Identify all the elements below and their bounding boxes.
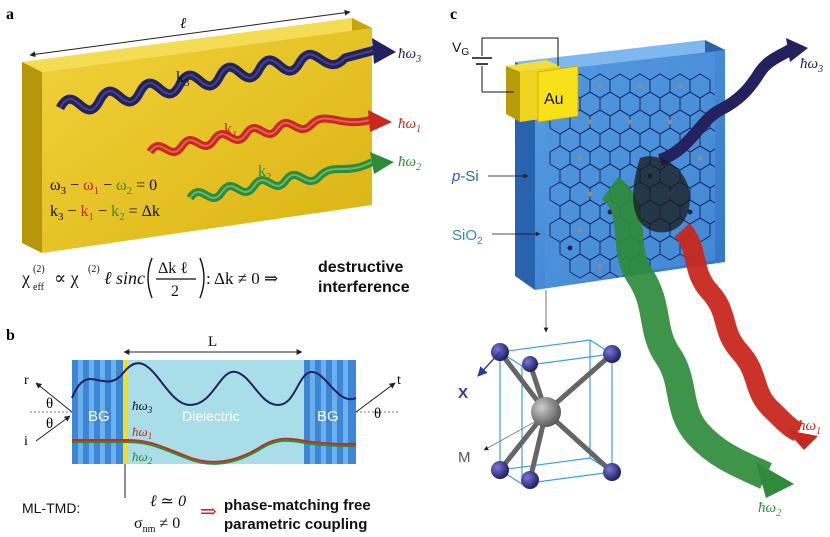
omega1-wave: [72, 437, 357, 463]
length-label: ℓ: [180, 16, 186, 32]
p-si-label: p-Si: [451, 168, 479, 185]
svg-text:(2): (2): [88, 264, 100, 275]
panel-b-tag: b: [6, 327, 15, 344]
panel-a: a ℓ k3 ħω3 k1: [6, 6, 421, 300]
omega3-beam-c: [657, 38, 808, 166]
svg-text:2: 2: [171, 283, 179, 300]
theta-t: θ: [374, 406, 381, 422]
cavity-length-label: L: [208, 334, 217, 350]
sinc-formula: χ (2) eff ∝ χ (2) ℓ sinc Δk ℓ 2 : Δk ≠ 0…: [21, 257, 410, 300]
theta-r: θ: [46, 396, 53, 412]
panel-c: c: [450, 6, 823, 519]
incident-ray: [35, 415, 71, 442]
svg-text:: Δk ≠ 0 ⇒: : Δk ≠ 0 ⇒: [206, 269, 278, 288]
k2-label: k2: [258, 163, 272, 183]
m-label: M: [458, 449, 471, 466]
transmitted-ray: [355, 382, 396, 413]
k3-beam: [56, 38, 396, 115]
svg-text:χ: χ: [21, 268, 30, 288]
left-bg-label: BG: [88, 408, 110, 425]
omega2-label-a: ħω2: [398, 154, 421, 173]
omega2-label-c: ħω2: [758, 500, 781, 519]
thickness-condition: ℓ ≃ 0: [150, 493, 186, 510]
k3-label: k3: [176, 69, 190, 89]
gold-electrode: [506, 60, 579, 123]
omega1-label-c: ħω1: [798, 418, 821, 437]
dielectric-label: Dielectric: [182, 408, 240, 424]
omega3-label-b: ħω3: [132, 398, 153, 415]
svg-text:(2): (2): [33, 264, 45, 275]
omega3-wave: [71, 362, 357, 407]
omega1-label-a: ħω1: [398, 116, 421, 135]
k1-label: k1: [224, 121, 238, 141]
t-label: t: [397, 373, 401, 388]
gold-block: [22, 18, 372, 253]
destructive-label: destructive: [318, 259, 403, 276]
phase-matching-label: phase-matching free: [224, 497, 371, 514]
vg-label: VG: [452, 39, 469, 58]
svg-text:∝ χ: ∝ χ: [54, 268, 79, 288]
length-arrow: [29, 9, 351, 58]
theta-i: θ: [46, 416, 53, 432]
svg-text:Δk ℓ: Δk ℓ: [158, 260, 188, 277]
momentum-equation: k3 − k1 − k2 = Δk: [50, 203, 160, 223]
omega3-label-a: ħω3: [398, 46, 421, 65]
omega2-beam-c: [600, 176, 794, 498]
interference-label: interference: [318, 279, 410, 296]
right-bg-label: BG: [317, 408, 339, 425]
m-pointer: [483, 419, 539, 451]
omega3-label-c: ħω3: [800, 56, 823, 75]
x-pointer: [477, 351, 501, 377]
interaction-spot: [633, 156, 690, 233]
k2-beam: [186, 152, 394, 202]
omega1-label-b: ħω1: [132, 424, 152, 441]
right-bragg-mirror: [304, 360, 356, 464]
parametric-coupling-label: parametric coupling: [224, 516, 367, 533]
sigma-condition: σnm ≠ 0: [134, 515, 180, 535]
gate-circuit: [472, 37, 559, 93]
ml-tmd-layer: [123, 360, 127, 464]
panel-c-tag: c: [450, 6, 457, 23]
i-label: i: [24, 434, 28, 449]
x-label: X: [458, 385, 468, 402]
sio2-label: SiO2: [452, 227, 483, 247]
left-bragg-mirror: [72, 360, 124, 464]
svg-text:eff: eff: [33, 282, 45, 293]
metal-atom: [531, 397, 561, 427]
panel-a-tag: a: [6, 6, 14, 23]
unit-cell: [491, 339, 621, 489]
omega2-label-b: ħω2: [132, 449, 153, 466]
energy-equation: ω3 − ω1 − ω2 = 0: [50, 177, 157, 197]
panel-b: b L BG BG Dielectric ħω: [6, 327, 401, 535]
implies-arrow: ⇒: [200, 501, 217, 523]
omega2-wave: [72, 439, 357, 465]
svg-text:ℓ sinc: ℓ sinc: [104, 268, 145, 288]
ml-tmd-label: ML-TMD:: [22, 500, 80, 516]
reflected-ray: [35, 382, 73, 413]
omega1-beam-c: [674, 223, 818, 450]
r-label: r: [24, 373, 29, 388]
k1-beam: [146, 110, 392, 156]
au-label: Au: [544, 91, 564, 108]
